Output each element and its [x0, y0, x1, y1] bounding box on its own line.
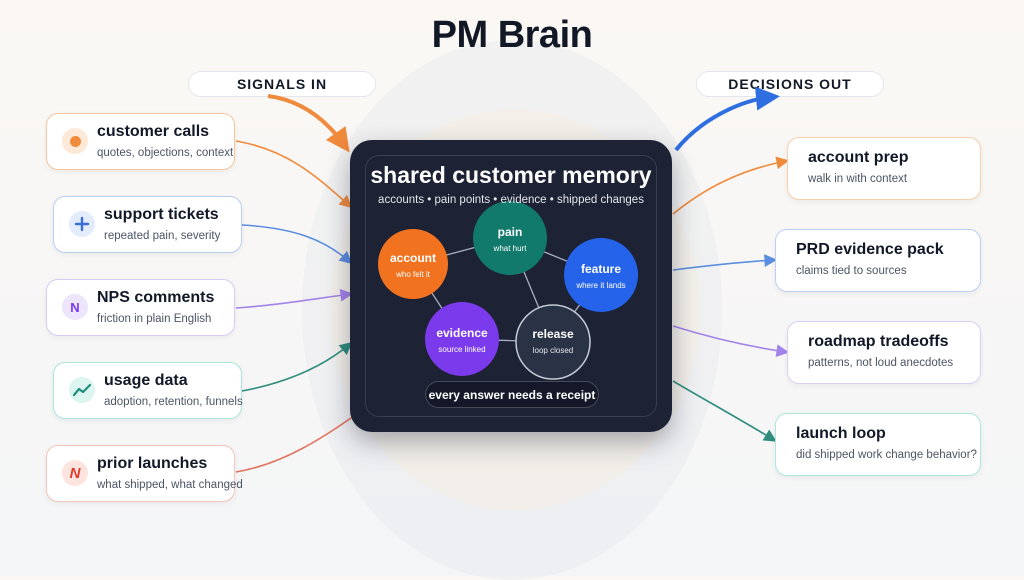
input-subtitle: adoption, retention, funnels: [104, 396, 243, 408]
output-title: launch loop: [796, 425, 886, 442]
node-label: feature: [581, 262, 621, 276]
input-title: usage data: [104, 372, 188, 389]
output-subtitle: claims tied to sources: [796, 265, 907, 277]
node-sublabel: where it lands: [575, 281, 625, 290]
connector-usage-data: [241, 341, 353, 392]
output-title: PRD evidence pack: [796, 241, 944, 258]
graph-node-pain: pain what hurt: [473, 201, 547, 275]
memory-graph: account who felt it pain what hurt featu…: [378, 201, 638, 380]
input-card-customer-calls: customer calls quotes, objections, conte…: [46, 113, 235, 170]
input-subtitle: what shipped, what changed: [97, 479, 243, 491]
output-subtitle: did shipped work change behavior?: [796, 449, 977, 461]
output-card-launch-loop: launch loop did shipped work change beha…: [775, 413, 981, 476]
output-card-roadmap-tradeoffs: roadmap tradeoffs patterns, not loud ane…: [787, 321, 981, 384]
graph-node-account: account who felt it: [378, 229, 448, 299]
hub-footer-badge: every answer needs a receipt: [425, 381, 599, 408]
input-card-prior-launches: N prior launches what shipped, what chan…: [46, 445, 243, 502]
input-card-nps-comments: N NPS comments friction in plain English: [46, 279, 235, 336]
input-card-usage-data: usage data adoption, retention, funnels: [53, 362, 243, 419]
input-title: customer calls: [97, 123, 210, 140]
hub-inner-frame: [365, 155, 657, 417]
input-title: support tickets: [104, 206, 219, 223]
node-sublabel: who felt it: [395, 270, 431, 279]
node-sublabel: source linked: [438, 345, 485, 354]
recording-dot-icon: [62, 128, 88, 154]
connector-customer-calls: [235, 140, 353, 209]
input-title: prior launches: [97, 455, 208, 472]
launch-n-icon: N: [62, 460, 88, 486]
input-subtitle: repeated pain, severity: [104, 230, 221, 242]
input-subtitle: quotes, objections, context: [97, 147, 234, 159]
output-subtitle: patterns, not loud anecdotes: [808, 357, 954, 369]
node-label: account: [390, 251, 436, 265]
connector-support-tickets: [241, 224, 353, 265]
output-title: account prep: [808, 149, 909, 166]
connector-launch-loop: [672, 380, 777, 442]
input-card-support-tickets: support tickets repeated pain, severity: [53, 196, 242, 253]
connector-nps-comments: [235, 288, 354, 309]
output-card-account-prep: account prep walk in with context: [787, 137, 981, 200]
node-label: evidence: [436, 326, 488, 340]
decisions-out-arrow: [674, 86, 780, 152]
output-card-prd-evidence-pack: PRD evidence pack claims tied to sources: [775, 229, 981, 292]
connector-prd-evidence: [672, 254, 778, 271]
output-subtitle: walk in with context: [808, 173, 908, 185]
signals-in-label: SIGNALS IN: [188, 71, 376, 97]
hub-subtitle: accounts • pain points • evidence • ship…: [378, 194, 644, 206]
node-sublabel: loop closed: [533, 346, 573, 355]
connector-account-prep: [672, 156, 790, 215]
input-title: NPS comments: [97, 289, 215, 306]
page-title: PM Brain: [431, 14, 593, 56]
connector-roadmap-tradeoffs: [672, 325, 790, 357]
central-hub: account who felt it pain what hurt featu…: [350, 140, 672, 432]
trend-line-icon: [69, 377, 95, 403]
plus-icon: [69, 211, 95, 237]
signals-in-arrow: [267, 94, 350, 153]
graph-node-evidence: evidence source linked: [425, 302, 499, 376]
node-label: release: [532, 327, 574, 341]
output-title: roadmap tradeoffs: [808, 333, 949, 350]
node-sublabel: what hurt: [493, 244, 528, 253]
hub-title: shared customer memory: [370, 162, 652, 188]
graph-node-release: release loop closed: [515, 304, 591, 380]
node-label: pain: [498, 225, 523, 239]
input-subtitle: friction in plain English: [97, 313, 212, 325]
graph-node-feature: feature where it lands: [564, 238, 638, 312]
letter-n-icon: N: [62, 294, 88, 320]
